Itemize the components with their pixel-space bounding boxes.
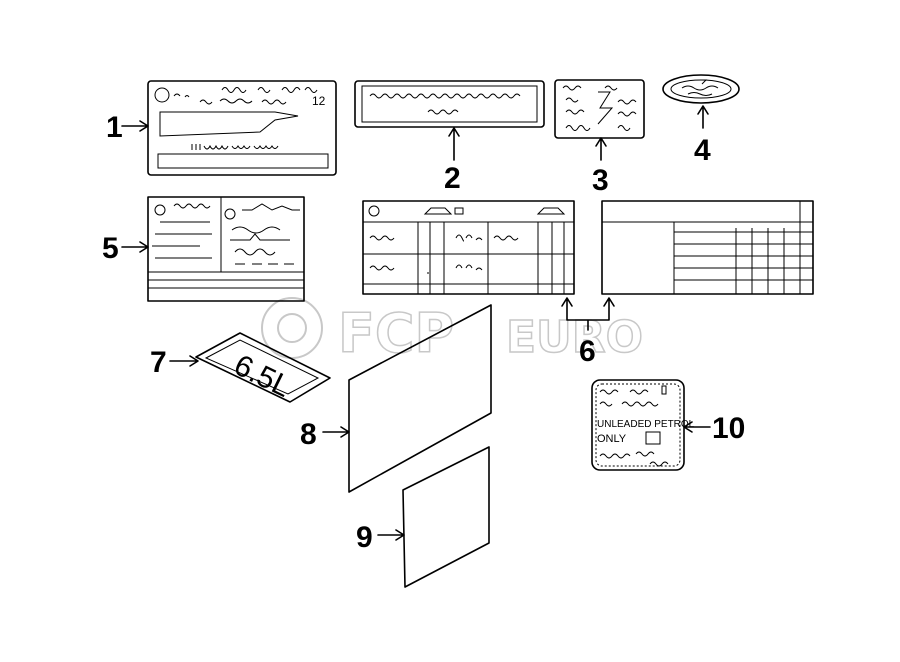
part-10-text-line1: UNLEADED PETROL [597,419,695,430]
callout-9: 9 [356,521,373,554]
part-9-sheet[interactable] [402,446,490,588]
part-2-arrow [448,127,460,161]
callout-5: 5 [102,232,119,265]
part-7-badge[interactable]: 6.5L [195,332,331,404]
callout-1: 1 [106,111,123,144]
callout-6: 6 [579,335,596,368]
part-1-arrow [121,120,149,132]
callout-3: 3 [592,164,609,197]
part-8-sheet[interactable] [348,304,492,493]
part-10-text-line2: ONLY [597,433,627,445]
part-8-arrow [322,426,350,438]
part-1-label[interactable]: 12 [147,80,337,176]
part-3-arrow [595,137,607,161]
part-5-label[interactable] [147,196,305,302]
callout-2: 2 [444,162,461,195]
part-5-arrow [121,241,149,253]
part-4-arrow [697,105,709,129]
part-7-arrow [169,355,199,367]
part-10-fuel-label[interactable]: UNLEADED PETROL ONLY [591,379,695,471]
callout-10: 10 [712,412,745,445]
part-6-arrows [561,297,615,331]
part-6-label-left[interactable] [362,200,575,295]
part-3-label[interactable] [554,79,645,139]
part-6-label-right[interactable] [601,200,814,295]
part-4-emblem[interactable] [662,74,740,104]
callout-8: 8 [300,418,317,451]
part-10-arrow [683,421,711,433]
callout-7: 7 [150,346,167,379]
part-1-number: 12 [312,94,326,108]
callout-4: 4 [694,134,711,167]
part-2-label[interactable] [354,80,545,128]
part-9-arrow [377,529,405,541]
